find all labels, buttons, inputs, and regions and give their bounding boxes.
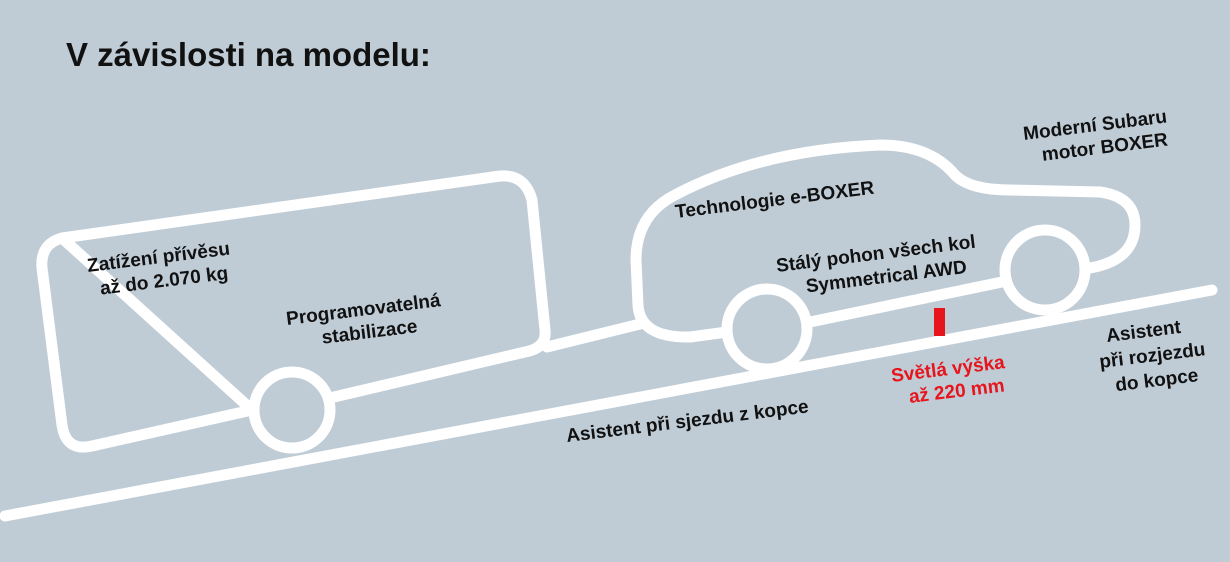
ground-clearance-marker — [934, 308, 945, 336]
car-outline — [630, 139, 1141, 343]
drawbar — [541, 318, 646, 353]
trailer-outline — [36, 170, 551, 453]
page-title: V závislosti na modelu: — [66, 36, 431, 73]
car-rear-wheel — [999, 224, 1091, 316]
hill-start-line3: do kopce — [1114, 365, 1199, 396]
car-front-wheel — [721, 283, 813, 375]
trailer-wheel — [248, 366, 336, 454]
road-slope — [0, 284, 1218, 522]
